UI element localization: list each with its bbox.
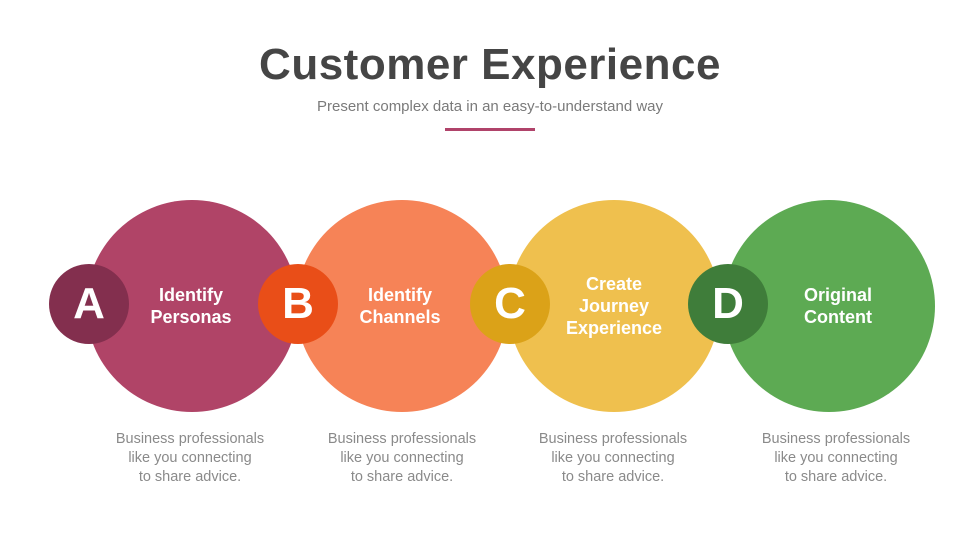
- title-divider: [445, 128, 535, 131]
- step-description-line: to share advice.: [138, 469, 242, 485]
- step-title-line: Identify: [158, 285, 223, 305]
- step-description-line: like you connecting: [340, 450, 464, 466]
- step-description-line: Business professionals: [761, 431, 911, 447]
- step-title-line: Identify: [367, 285, 432, 305]
- step-badge-b: B: [258, 264, 338, 344]
- step-description-line: Business professionals: [538, 431, 688, 447]
- step-title-line: Create: [585, 274, 643, 294]
- step-description-line: like you connecting: [551, 450, 675, 466]
- step-badge-c: C: [470, 264, 550, 344]
- step-title-line: Original: [803, 285, 872, 305]
- step-description-line: Business professionals: [115, 431, 265, 447]
- step-description: Business professionals like you connectin…: [302, 430, 502, 487]
- step-title-line: Experience: [565, 318, 663, 338]
- step-description-line: to share advice.: [784, 469, 888, 485]
- step-description-line: Business professionals: [327, 431, 477, 447]
- step-title-line: Content: [804, 307, 872, 327]
- step-description-line: like you connecting: [774, 450, 898, 466]
- step-description-line: to share advice.: [350, 469, 454, 485]
- step-badge-d: D: [688, 264, 768, 344]
- step-description-line: to share advice.: [561, 469, 665, 485]
- step-title-line: Journey: [578, 296, 650, 316]
- step-description: Business professionals like you connectin…: [90, 430, 290, 487]
- step-title-line: Personas: [150, 307, 232, 327]
- step-badge-a: A: [49, 264, 129, 344]
- step-description-line: like you connecting: [128, 450, 252, 466]
- step-description: Business professionals like you connectin…: [736, 430, 936, 487]
- step-description: Business professionals like you connectin…: [513, 430, 713, 487]
- page-title: Customer Experience: [259, 40, 721, 89]
- step-title-line: Channels: [359, 307, 441, 327]
- page-subtitle: Present complex data in an easy-to-under…: [316, 98, 664, 115]
